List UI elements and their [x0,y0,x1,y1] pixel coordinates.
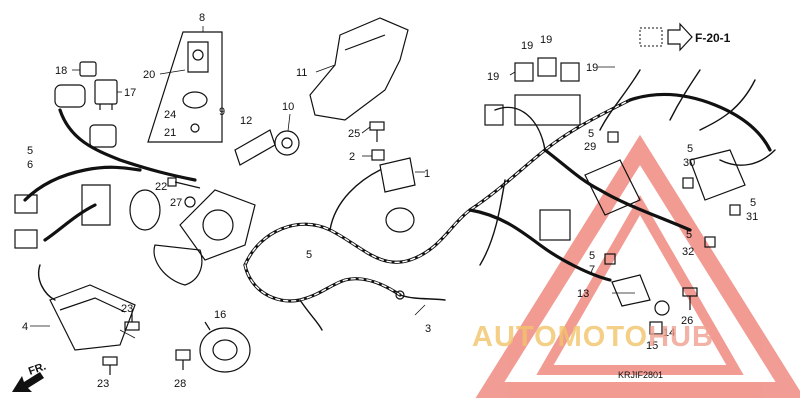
svg-text:AUTOMOTOHUB: AUTOMOTOHUB [472,321,714,353]
callout-11: 11 [296,67,307,79]
harness-cover-11 [309,17,409,121]
left-sub-harness [14,84,197,301]
front-arrow-icon [12,372,44,392]
callout-10: 10 [282,101,294,113]
main-wire-harness [243,69,776,331]
bolt-23-lower [102,356,118,375]
callout-9: 9 [219,106,225,118]
callout-32: 32 [682,246,694,258]
callout-20: 20 [143,69,155,81]
callout-4: 4 [22,321,28,333]
relay-17 [94,79,118,110]
watermark: AUTOMOTOHUB [472,321,714,353]
reference-label: F-20-1 [695,31,731,45]
callout-5-center: 5 [306,249,312,261]
callout-5-30: 5 [687,143,693,155]
callout-29: 29 [584,141,596,153]
clip-32 [704,236,716,248]
callout-2: 2 [349,151,355,163]
figure-code: KRJIF2801 [618,370,663,380]
unit-13 [611,274,651,307]
watermark-part1: AUTOMOTO [472,321,648,353]
callout-31: 31 [746,211,758,223]
horn-16 [199,321,251,373]
coil [129,189,161,231]
bolt-28 [175,349,191,370]
callout-3: 3 [425,323,431,335]
ignition-switch [129,129,276,286]
callout-27: 27 [170,197,182,209]
relay-bank-19 [484,57,581,126]
cap-18 [79,61,97,77]
bolt-25 [369,121,385,142]
lock-cylinder-24 [182,91,208,109]
callout-19-d: 19 [586,62,598,74]
callout-16: 16 [214,309,226,321]
callout-28: 28 [174,378,186,390]
callout-23-lower: 23 [97,378,109,390]
connector-5-6 [89,124,117,148]
bracket-12 [234,129,276,166]
nut-2 [371,149,385,161]
callout-25: 25 [348,128,360,140]
watermark-triangle [475,134,800,398]
connector-18 [54,84,86,108]
callout-22: 22 [155,181,167,193]
grommet-14 [654,300,670,316]
callout-8: 8 [199,12,205,24]
callout-5-29: 5 [588,128,594,140]
callout-6: 6 [27,159,33,171]
clip-31 [729,204,741,216]
reference-arrow [639,22,693,52]
callout-19-a: 19 [521,40,533,52]
ignition-coil-1 [379,157,416,233]
connector-left-a [14,194,38,214]
bolt-26 [682,287,698,310]
callout-labels: 8 20 9 24 21 18 17 5 6 12 10 11 25 2 1 2… [22,12,758,390]
ecu-unit-4 [49,284,136,351]
connector-block [81,184,111,226]
clip-29 [607,131,619,143]
callout-18: 18 [55,65,67,77]
callout-15: 15 [646,340,658,352]
washer-27 [184,196,196,208]
callout-14: 14 [663,327,675,339]
key-cylinder-kit [147,31,223,143]
callout-7: 7 [589,264,595,276]
leader-lines [30,26,635,327]
callout-19-b: 19 [540,34,552,46]
callout-5-left: 5 [27,145,33,157]
clip-7 [604,253,616,265]
fuse-box [539,149,746,241]
callout-17: 17 [124,87,136,99]
front-label: FR. [27,360,48,377]
clip-30 [682,177,694,189]
callout-13: 13 [577,288,589,300]
nut-15 [649,321,663,335]
callout-12: 12 [240,115,252,127]
callout-5-32: 5 [686,229,692,241]
bolt-22 [167,177,201,189]
callout-5-31: 5 [750,197,756,209]
callout-23-upper: 23 [121,303,133,315]
watermark-part2: HUB [648,321,714,353]
connector-left-b [14,229,38,249]
callout-21: 21 [164,127,176,139]
callout-5-7: 5 [589,250,595,262]
callout-30: 30 [683,157,695,169]
callout-1: 1 [424,168,430,180]
callout-24: 24 [164,109,176,121]
callout-19-c: 19 [487,71,499,83]
sensor-3 [395,290,446,301]
key-icon [187,41,209,73]
cover [153,244,203,286]
connector-10 [274,130,300,156]
callout-26: 26 [681,315,693,327]
screw-21 [190,123,200,133]
bolt-23-upper [124,312,140,331]
